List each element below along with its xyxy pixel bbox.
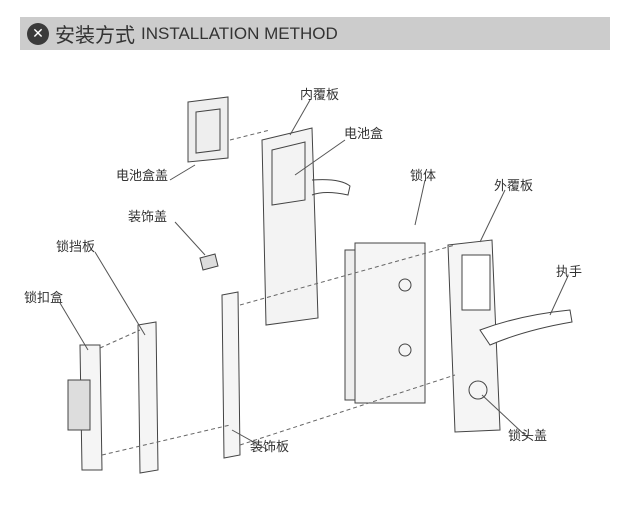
- decor-plate-part: [221, 291, 241, 459]
- strike-plate-part: [137, 321, 159, 474]
- label-battery-box: 电池盒: [344, 127, 384, 142]
- close-circle-icon: ✕: [27, 22, 49, 45]
- label-handle: 执手: [556, 265, 583, 280]
- lock-body-part: [344, 242, 426, 404]
- assembly-lines: [99, 129, 456, 456]
- label-strike-plate: 锁挡板: [56, 240, 96, 255]
- decor-cap-part: [199, 253, 219, 271]
- label-cylinder-cover: 锁头盖: [508, 429, 548, 444]
- leader-lines: [59, 99, 569, 451]
- label-strike-box: 锁扣盒: [24, 291, 64, 306]
- strike-box-part: [67, 344, 103, 471]
- header-title-zh: 安装方式: [55, 23, 135, 47]
- battery-cover-part: [187, 96, 229, 163]
- label-decor-plate: 装饰板: [250, 440, 290, 455]
- outer-cover-part: [447, 239, 573, 433]
- label-inner-cover: 内覆板: [300, 88, 340, 103]
- section-header: ✕ 安装方式 INSTALLATION METHOD: [20, 17, 610, 50]
- label-lock-body: 锁体: [410, 169, 437, 184]
- inner-cover-part: [261, 127, 351, 326]
- header-title-en: INSTALLATION METHOD: [141, 23, 338, 43]
- label-decor-cap: 装饰盖: [128, 210, 168, 225]
- label-battery-cover: 电池盒盖: [116, 169, 169, 184]
- label-outer-cover: 外覆板: [494, 179, 534, 194]
